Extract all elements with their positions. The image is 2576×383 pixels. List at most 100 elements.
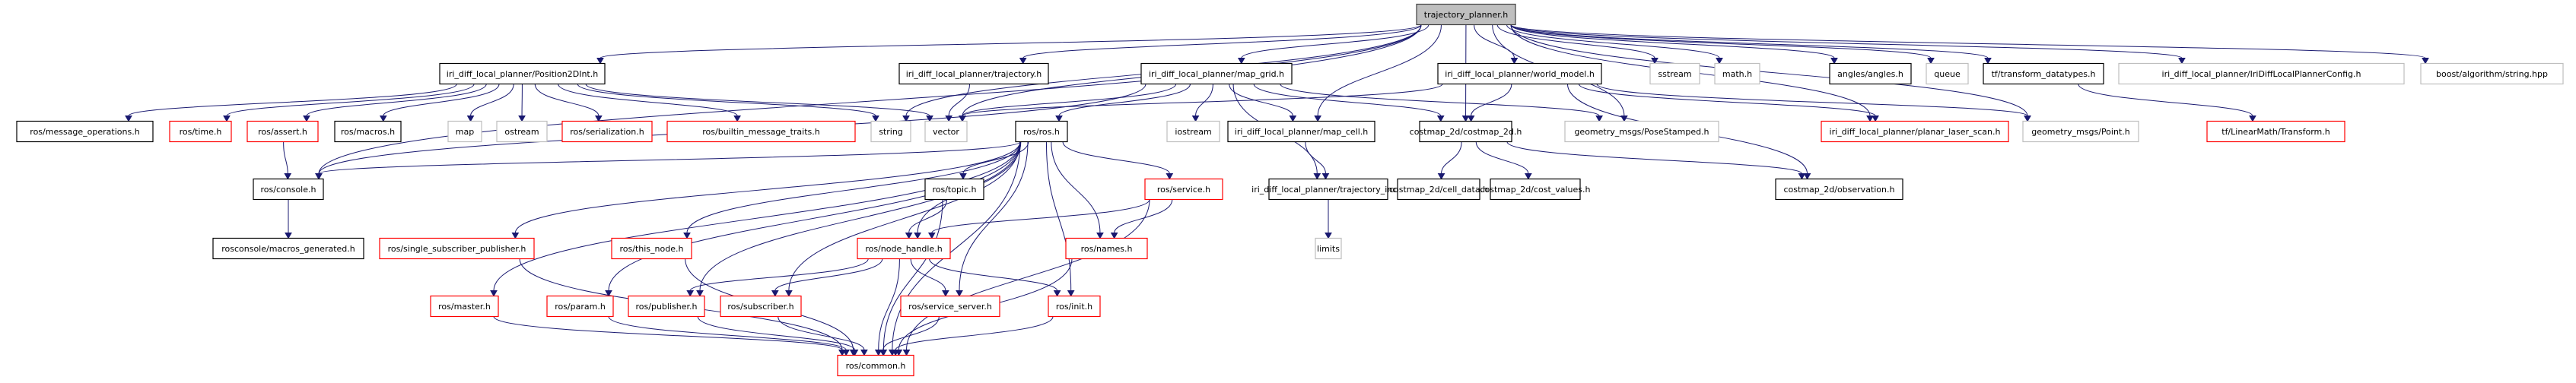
arrowhead-icon (1166, 173, 1174, 180)
node-time[interactable]: ros/time.h (169, 120, 232, 143)
include-edge-position2dint-to-string (577, 84, 876, 116)
node-label: boost/algorithm/string.hpp (2436, 69, 2548, 79)
node-console[interactable]: ros/console.h (253, 178, 324, 201)
include-edge-trajectory_planner-to-position2dint (599, 24, 1422, 59)
node-label: ostream (504, 127, 539, 137)
node-vector: vector (924, 120, 968, 143)
node-costmap-2d[interactable]: costmap_2d/costmap_2d.h (1410, 120, 1522, 143)
node-single-sub-pub[interactable]: ros/single_subscriber_publisher.h (379, 237, 535, 260)
node-box (561, 120, 653, 143)
arrowhead-icon (1461, 116, 1470, 122)
include-edge-ros-to-console (318, 141, 1021, 174)
node-macros[interactable]: ros/macros.h (334, 120, 402, 143)
arrowhead-icon (285, 233, 292, 239)
node-world-model[interactable]: iri_diff_local_planner/world_model.h (1437, 62, 1602, 85)
arrowhead-icon (1191, 116, 1200, 122)
node-common[interactable]: ros/common.h (837, 354, 914, 377)
arrowhead-icon (902, 350, 911, 356)
node-box (900, 295, 1000, 318)
node-box (1144, 178, 1223, 201)
include-edge-assert-to-console (283, 141, 288, 174)
node-config: iri_diff_local_planner/IriDiffLocalPlann… (2118, 62, 2405, 85)
node-label: string (879, 127, 903, 137)
node-master[interactable]: ros/master.h (430, 295, 499, 318)
arrowhead-icon (842, 350, 851, 356)
node-cell-data[interactable]: costmap_2d/cell_data.h (1389, 178, 1488, 201)
arrowhead-icon (466, 116, 475, 122)
arrowhead-icon (1595, 116, 1603, 122)
node-this-node[interactable]: ros/this_node.h (611, 237, 692, 260)
node-trajectory-planner[interactable]: trajectory_planner.h (1416, 3, 1516, 26)
node-assert[interactable]: ros/assert.h (246, 120, 319, 143)
node-trajectory[interactable]: iri_diff_local_planner/trajectory.h (898, 62, 1049, 85)
node-topic[interactable]: ros/topic.h (924, 178, 984, 201)
node-label: ros/this_node.h (620, 244, 684, 254)
node-label: iri_diff_local_planner/trajectory.h (906, 69, 1042, 79)
include-edge-world_model-to-point (1596, 84, 2028, 116)
include-edge-position2dint-to-vector (585, 84, 930, 116)
node-message-operations[interactable]: ros/message_operations.h (16, 120, 154, 143)
node-node-handle[interactable]: ros/node_handle.h (857, 237, 951, 260)
arrowhead-icon (1110, 233, 1118, 239)
include-edge-trajectory-to-vector (948, 84, 971, 116)
node-box (2420, 62, 2564, 85)
node-angles[interactable]: angles/angles.h (1829, 62, 1912, 85)
include-edge-world_model-to-vector (962, 84, 1443, 116)
include-edge-world_model-to-costmap_2d (1471, 84, 1512, 116)
node-serialization[interactable]: ros/serialization.h (561, 120, 653, 143)
arrowhead-icon (2178, 58, 2186, 65)
node-map-cell[interactable]: iri_diff_local_planner/map_cell.h (1227, 120, 1375, 143)
node-ros[interactable]: ros/ros.h (1015, 120, 1068, 143)
node-position2dint[interactable]: iri_diff_local_planner/Position2DInt.h (439, 62, 606, 85)
node-box (430, 295, 499, 318)
node-label: tf/LinearMath/Transform.h (2221, 127, 2330, 137)
node-map-grid[interactable]: iri_diff_local_planner/map_grid.h (1140, 62, 1293, 85)
include-edge-map_grid-to-vector (962, 84, 1177, 116)
node-box (1714, 62, 1760, 85)
node-init[interactable]: ros/init.h (1048, 295, 1101, 318)
node-param[interactable]: ros/param.h (546, 295, 614, 318)
node-macros-generated[interactable]: rosconsole/macros_generated.h (212, 237, 364, 260)
node-box (1564, 120, 1719, 143)
node-trajectory-inc[interactable]: iri_diff_local_planner/trajectory_inc.h (1251, 178, 1405, 201)
node-box (379, 237, 535, 260)
node-box (924, 120, 968, 143)
include-edge-subscriber-to-common (778, 316, 865, 350)
node-box (1821, 120, 2009, 143)
node-label: ros/single_subscriber_publisher.h (388, 244, 526, 254)
node-publisher[interactable]: ros/publisher.h (628, 295, 705, 318)
node-subscriber[interactable]: ros/subscriber.h (720, 295, 802, 318)
node-box (246, 120, 319, 143)
node-service[interactable]: ros/service.h (1144, 178, 1223, 201)
node-label: ros/param.h (555, 302, 606, 312)
node-label: ros/assert.h (258, 127, 307, 137)
node-label: vector (933, 127, 959, 137)
include-edge-costmap_2d-to-observation (1506, 141, 1802, 174)
node-service-server[interactable]: ros/service_server.h (900, 295, 1000, 318)
node-lm-transform[interactable]: tf/LinearMath/Transform.h (2206, 120, 2345, 143)
include-edge-node_handle-to-publisher (689, 258, 869, 291)
node-cost-values[interactable]: costmap_2d/cost_values.h (1480, 178, 1591, 201)
node-label: iri_diff_local_planner/trajectory_inc.h (1251, 185, 1405, 195)
node-label: sstream (1658, 69, 1691, 79)
arrowhead-icon (1019, 58, 1027, 65)
node-box (496, 120, 548, 143)
arrowhead-icon (1467, 116, 1475, 122)
include-edge-trajectory_planner-to-boost_string (1510, 24, 2426, 59)
arrowhead-icon (1510, 58, 1519, 65)
node-box (924, 178, 984, 201)
node-box (1775, 178, 1903, 201)
node-planar-laser-scan[interactable]: iri_diff_local_planner/planar_laser_scan… (1821, 120, 2009, 143)
node-names[interactable]: ros/names.h (1065, 237, 1148, 260)
include-edge-trajectory_planner-to-map_cell (1317, 24, 1442, 116)
node-observation[interactable]: costmap_2d/observation.h (1775, 178, 1903, 201)
arrowhead-icon (895, 350, 903, 356)
node-builtin-traits[interactable]: ros/builtin_message_traits.h (666, 120, 856, 143)
node-transform-datatypes[interactable]: tf/transform_datatypes.h (1983, 62, 2104, 85)
arrowhead-icon (1321, 173, 1330, 180)
node-box (1166, 120, 1220, 143)
arrowhead-icon (927, 233, 936, 239)
include-edge-param-to-common (608, 316, 847, 350)
arrowhead-icon (733, 116, 741, 122)
arrowhead-icon (223, 116, 231, 122)
